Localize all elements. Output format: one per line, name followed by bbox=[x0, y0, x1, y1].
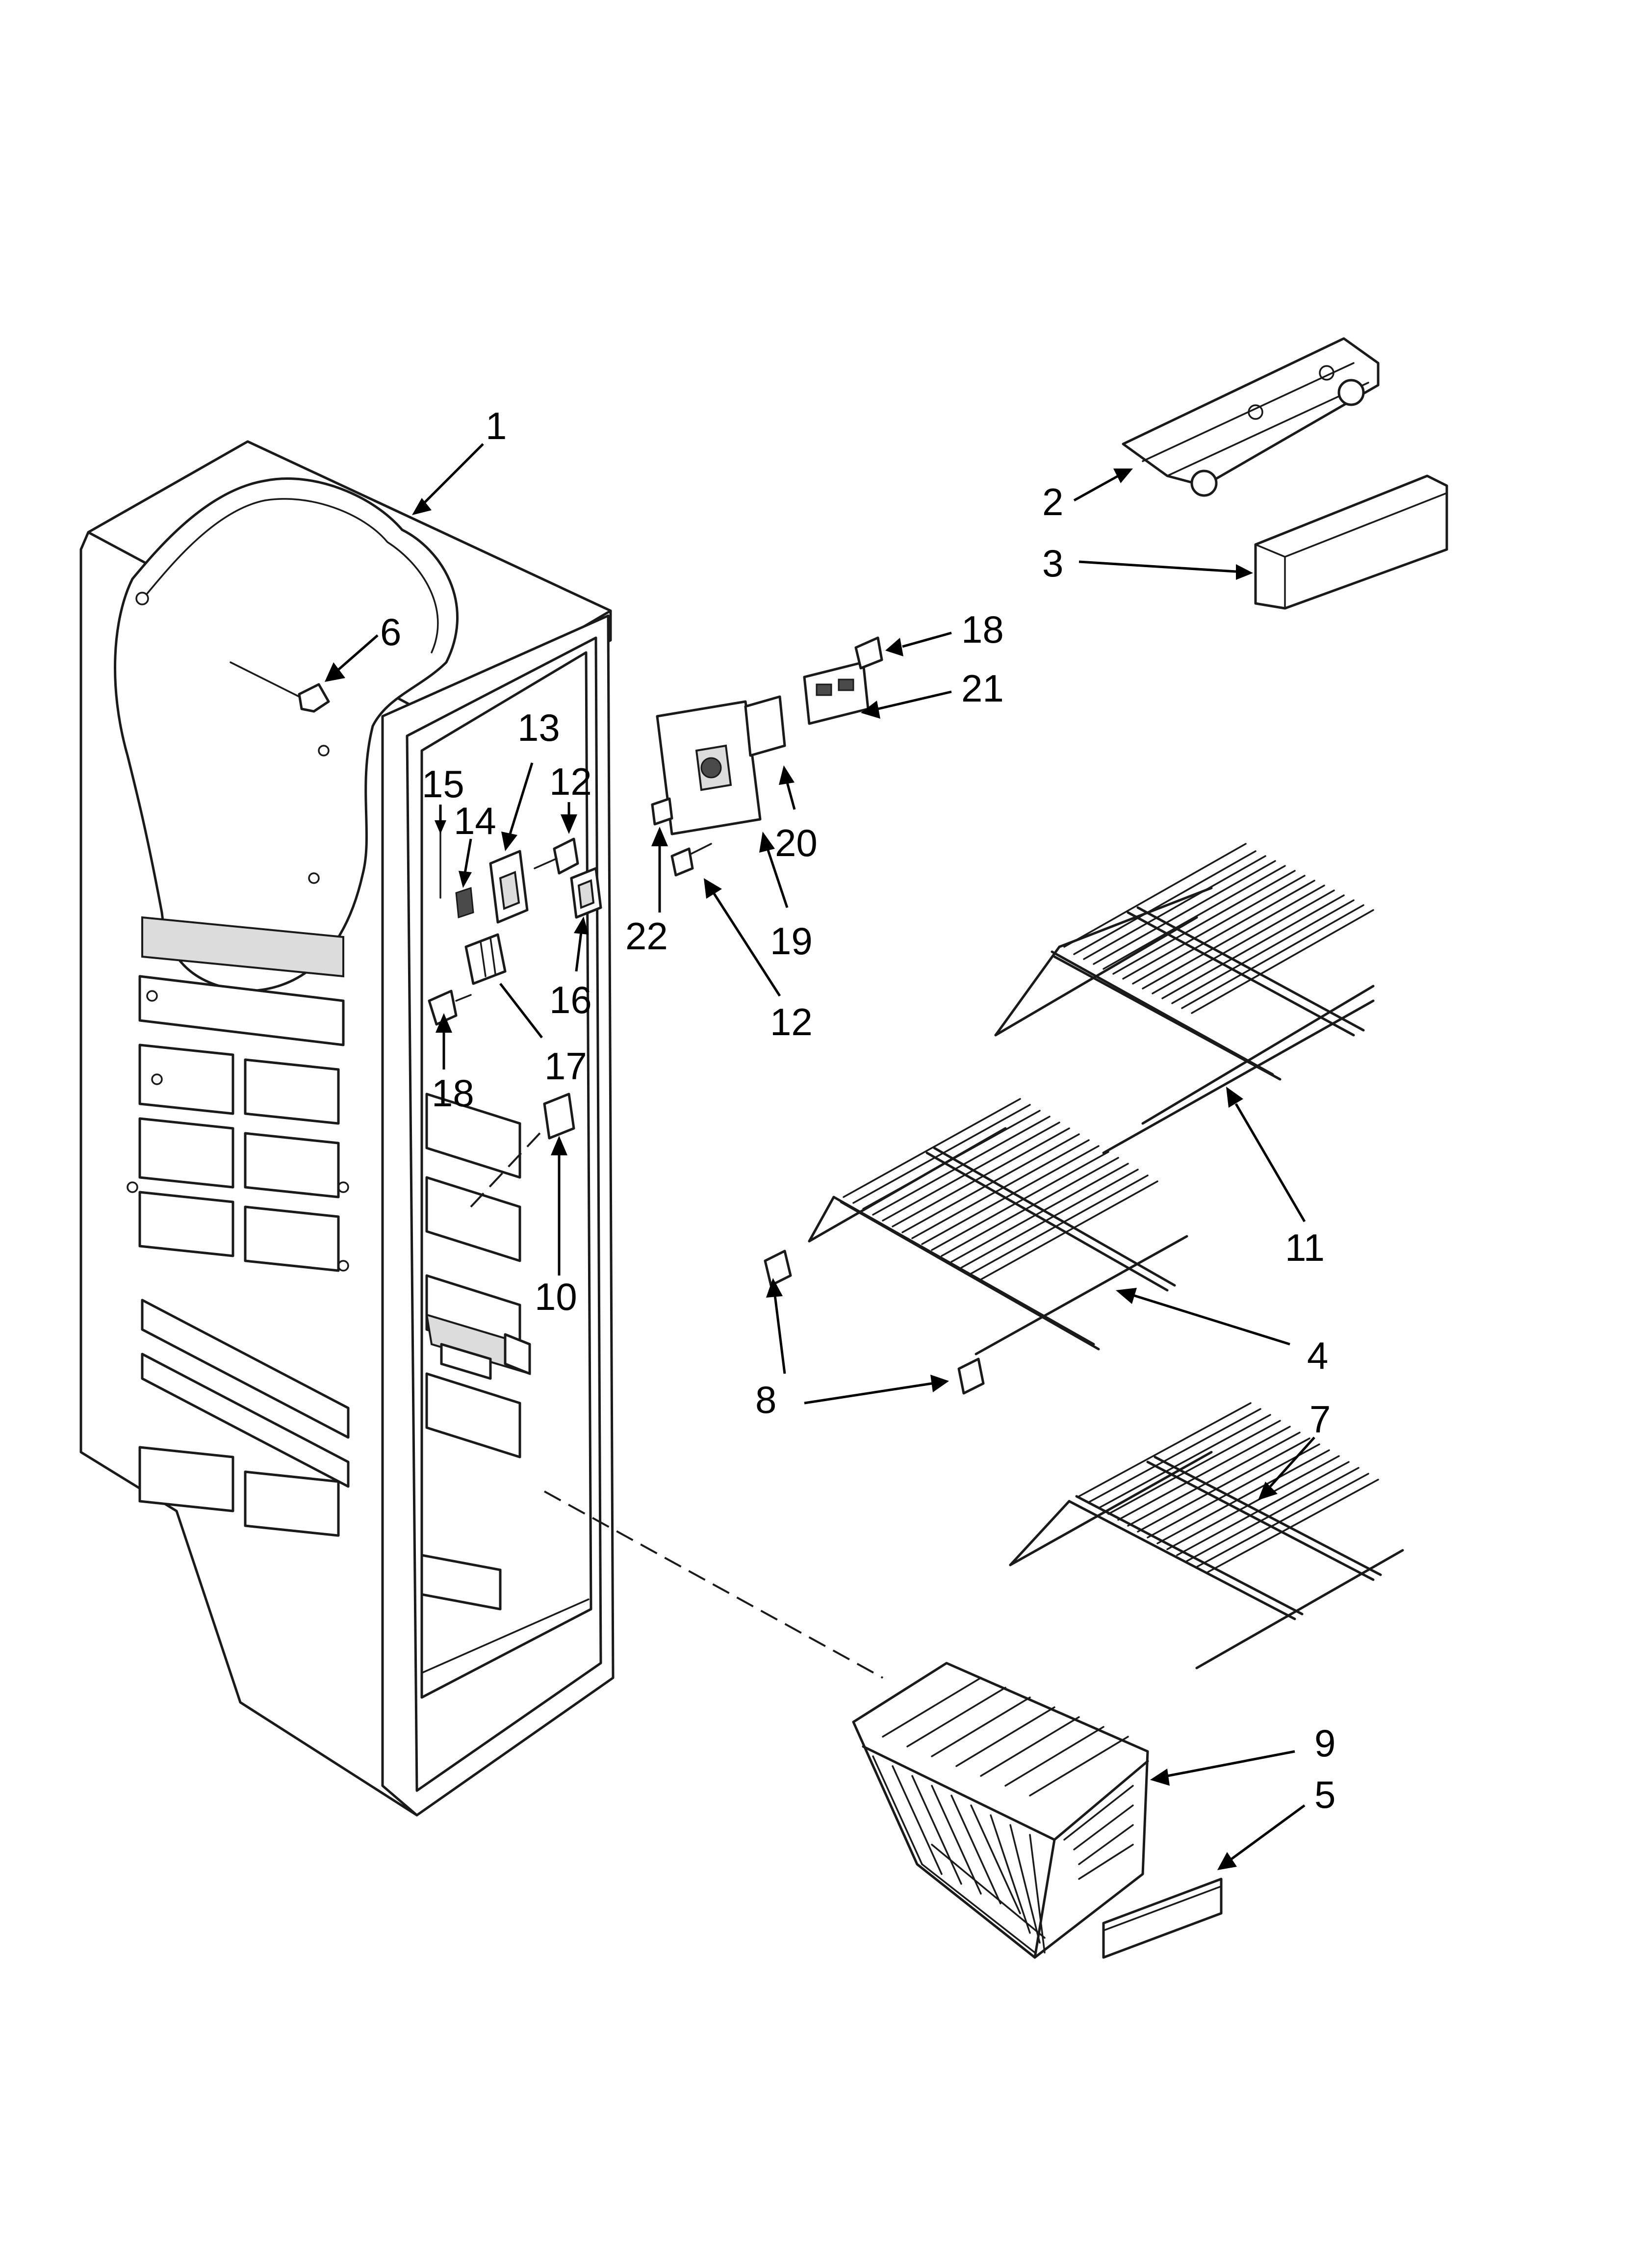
callout-8: 8 bbox=[755, 1378, 776, 1421]
callout-5: 5 bbox=[1314, 1773, 1335, 1816]
callout-15: 15 bbox=[422, 762, 464, 806]
leader-lines bbox=[325, 443, 1315, 1870]
sensor-parts-14-15 bbox=[439, 828, 474, 919]
cover-part-3 bbox=[1254, 474, 1448, 610]
shelf-clip-part-8 bbox=[764, 1250, 985, 1395]
callout-labels: 1 2 3 4 5 6 7 8 9 10 11 12 12 13 14 15 1… bbox=[380, 404, 1335, 1816]
callout-1: 1 bbox=[486, 404, 507, 447]
callout-12-left: 12 bbox=[549, 760, 592, 803]
callout-17: 17 bbox=[544, 1044, 587, 1088]
shelf-part-4 bbox=[808, 1098, 1188, 1356]
screw-part-18-right bbox=[854, 636, 883, 670]
board-part-17 bbox=[464, 933, 507, 985]
freezer-liner bbox=[79, 440, 883, 1817]
shelf-part-7 bbox=[1009, 1402, 1404, 1669]
control-housing-part-13 bbox=[489, 850, 529, 924]
switch-part-10 bbox=[470, 1093, 575, 1208]
callout-20: 20 bbox=[775, 821, 818, 864]
board-part-21 bbox=[803, 661, 870, 725]
control-box-part-20 bbox=[656, 695, 786, 835]
callout-13: 13 bbox=[517, 706, 560, 749]
basket-part-9 bbox=[852, 1662, 1149, 1959]
hinge-part-2 bbox=[1122, 337, 1380, 497]
callout-11: 11 bbox=[1285, 1226, 1325, 1269]
callout-21: 21 bbox=[961, 667, 1004, 710]
callout-22: 22 bbox=[625, 914, 668, 958]
callout-9: 9 bbox=[1314, 1721, 1335, 1765]
shelf-part-11 bbox=[994, 843, 1375, 1154]
callout-14: 14 bbox=[454, 799, 496, 842]
screw-part-18-left bbox=[428, 990, 472, 1026]
callout-10: 10 bbox=[535, 1275, 577, 1318]
callout-18-right: 18 bbox=[961, 608, 1004, 651]
screw-part-12-left bbox=[534, 837, 579, 875]
bracket-part-16 bbox=[570, 867, 602, 919]
callout-3: 3 bbox=[1042, 542, 1063, 585]
screw-part-19 bbox=[670, 843, 712, 877]
callout-19: 19 bbox=[770, 919, 813, 963]
plug-part-22 bbox=[651, 797, 673, 826]
callout-12-right: 12 bbox=[770, 1000, 813, 1043]
callout-16: 16 bbox=[549, 978, 592, 1021]
callout-18-left: 18 bbox=[432, 1071, 474, 1115]
callout-6: 6 bbox=[380, 610, 401, 653]
label-part-5 bbox=[1102, 1877, 1223, 1959]
clip-part-6 bbox=[230, 661, 330, 713]
callout-7: 7 bbox=[1309, 1398, 1331, 1441]
callout-2: 2 bbox=[1042, 480, 1063, 523]
callout-4: 4 bbox=[1307, 1334, 1328, 1377]
